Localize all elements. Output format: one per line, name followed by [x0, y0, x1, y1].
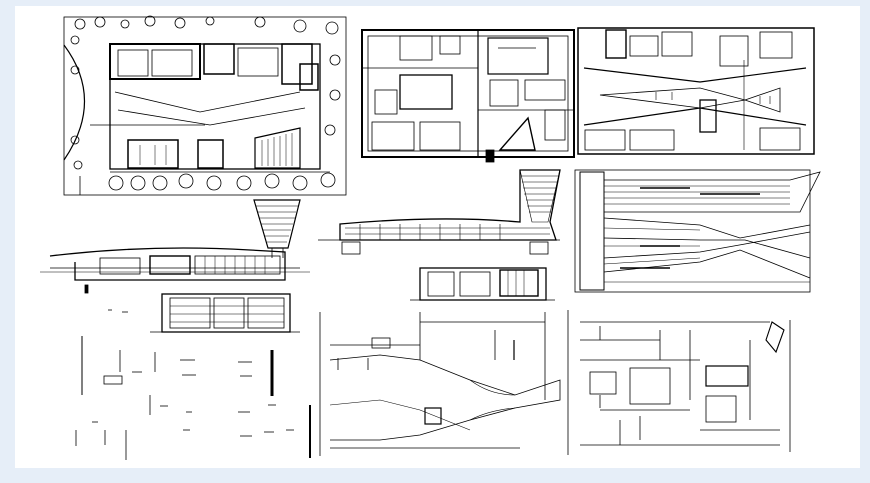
detail-plan-b — [567, 310, 791, 455]
cad-drawings-canvas — [40, 15, 821, 460]
detail-plan-a — [319, 312, 561, 456]
floor-plan-a — [361, 29, 575, 163]
schedule-notes — [75, 309, 311, 460]
floor-plan-b — [577, 27, 815, 155]
drawing-sheet — [15, 6, 860, 468]
elevation-long — [40, 247, 310, 294]
elevation-tower — [253, 199, 301, 258]
section-b — [150, 267, 555, 333]
section-a — [318, 169, 561, 255]
site-plan — [63, 15, 347, 196]
roof-plan-lines — [574, 169, 821, 293]
